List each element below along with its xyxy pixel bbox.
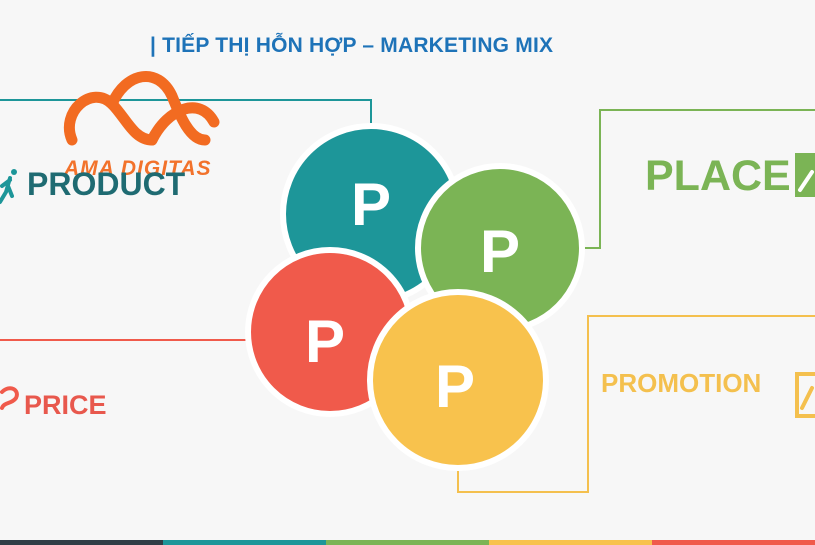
petal-teal-letter: P <box>351 171 391 238</box>
petal-yellow <box>367 289 549 471</box>
bar-segment-yellow <box>489 540 652 545</box>
petal-green-letter: P <box>480 218 520 285</box>
watermark-brand-text: AMA DIGITAS <box>64 157 212 180</box>
price-tag-icon <box>0 386 19 410</box>
petal-yellow-letter: P <box>435 353 475 420</box>
label-place: PLACE <box>645 152 791 200</box>
page-title: | TIẾP THỊ HỖN HỢP – MARKETING MIX <box>150 34 554 57</box>
promotion-icon <box>795 372 815 418</box>
petal-red-letter: P <box>305 308 345 375</box>
product-connector <box>0 99 372 134</box>
label-product: PRODUCT <box>27 166 186 202</box>
bar-segment-red <box>652 540 815 545</box>
bottom-color-bar <box>0 540 815 545</box>
petal-yellow-circle <box>367 289 549 471</box>
bar-segment-green <box>326 540 489 545</box>
bar-segment-teal <box>163 540 326 545</box>
product-runner-icon <box>0 169 17 204</box>
promotion-connector <box>457 315 815 493</box>
label-price: PRICE <box>24 390 107 420</box>
label-promotion: PROMOTION <box>601 368 762 398</box>
bar-segment-dark <box>0 540 163 545</box>
place-connector <box>580 109 815 249</box>
place-edit-icon <box>795 153 815 197</box>
ama-logo <box>63 70 220 146</box>
